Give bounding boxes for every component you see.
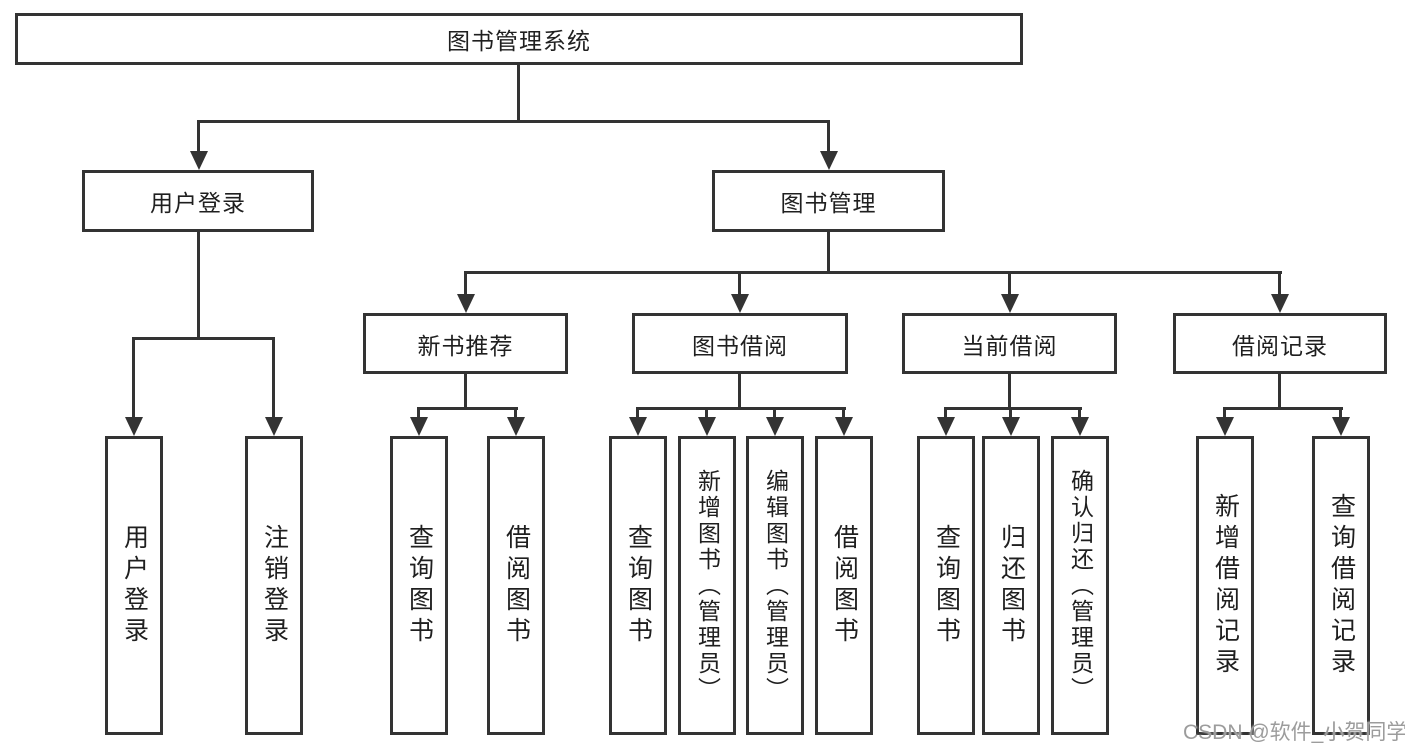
leaf-query-books: 查询图书 [390, 436, 448, 735]
connector-line [272, 337, 275, 418]
arrowhead-down-icon [731, 294, 749, 313]
connector-line [464, 374, 467, 407]
connector-line [827, 232, 830, 271]
connector-line [738, 374, 741, 407]
arrowhead-down-icon [1002, 417, 1020, 436]
arrowhead-down-icon [820, 151, 838, 170]
leaf-borrow-books: 借阅图书 [815, 436, 873, 735]
connector-line [1339, 407, 1342, 418]
connector-line [1009, 407, 1012, 418]
connector-line [197, 120, 830, 123]
csdn-watermark: CSDN @软件_小贺同学 [1183, 721, 1405, 744]
leaf-confirm-return-admin: 确认归还（管理员） [1051, 436, 1109, 735]
node-label: 确认归还（管理员） [1067, 468, 1094, 703]
node-label: 图书管理系统 [447, 28, 591, 54]
arrowhead-down-icon [1271, 294, 1289, 313]
connector-line [197, 120, 200, 153]
connector-line [636, 407, 846, 410]
connector-line [1223, 407, 1226, 418]
leaf-query-borrow-record: 查询借阅记录 [1312, 436, 1370, 735]
connector-line [636, 407, 639, 418]
arrowhead-down-icon [410, 417, 428, 436]
node-label: 查询图书 [932, 523, 961, 648]
leaf-edit-books-admin: 编辑图书（管理员） [746, 436, 804, 735]
node-label: 借阅图书 [830, 523, 859, 648]
node-label: 查询图书 [405, 523, 434, 648]
node-label: 查询借阅记录 [1327, 492, 1356, 679]
node-book-borrowing: 图书借阅 [632, 313, 848, 374]
arrowhead-down-icon [766, 417, 784, 436]
connector-line [417, 407, 518, 410]
connector-line [944, 407, 1082, 410]
connector-line [464, 271, 1282, 274]
arrowhead-down-icon [629, 417, 647, 436]
connector-line [773, 407, 776, 418]
node-borrowing-records: 借阅记录 [1173, 313, 1387, 374]
connector-line [1278, 271, 1281, 295]
node-label: 编辑图书（管理员） [762, 468, 789, 703]
node-current-borrowing: 当前借阅 [902, 313, 1117, 374]
connector-line [1078, 407, 1081, 418]
node-label: 图书管理 [780, 190, 877, 216]
connector-line [944, 407, 947, 418]
connector-line [417, 407, 420, 418]
arrowhead-down-icon [937, 417, 955, 436]
leaf-user-login: 用户登录 [105, 436, 163, 735]
arrowhead-down-icon [698, 417, 716, 436]
node-label: 新增借阅记录 [1211, 492, 1240, 679]
node-label: 图书借阅 [692, 332, 788, 359]
leaf-query-books: 查询图书 [609, 436, 667, 735]
connector-line [738, 271, 741, 295]
leaf-logout: 注销登录 [245, 436, 303, 735]
leaf-borrow-books: 借阅图书 [487, 436, 545, 735]
connector-line [197, 232, 200, 337]
node-label: 用户登录 [150, 190, 246, 216]
connector-line [517, 65, 520, 120]
connector-line [1008, 374, 1011, 407]
node-label: 归还图书 [997, 523, 1026, 648]
arrowhead-down-icon [265, 417, 283, 436]
node-label: 借阅图书 [502, 523, 531, 648]
node-user-login: 用户登录 [82, 170, 314, 232]
arrowhead-down-icon [125, 417, 143, 436]
arrowhead-down-icon [1332, 417, 1350, 436]
connector-line [827, 120, 830, 153]
connector-line [842, 407, 845, 418]
connector-line [705, 407, 708, 418]
leaf-return-books: 归还图书 [982, 436, 1040, 735]
connector-line [1008, 271, 1011, 295]
node-new-book-recommendation: 新书推荐 [363, 313, 568, 374]
arrowhead-down-icon [1001, 294, 1019, 313]
arrowhead-down-icon [835, 417, 853, 436]
arrowhead-down-icon [190, 151, 208, 170]
node-label: 用户登录 [120, 523, 149, 648]
node-label: 注销登录 [260, 523, 289, 648]
leaf-add-borrow-record: 新增借阅记录 [1196, 436, 1254, 735]
connector-line [132, 337, 275, 340]
connector-line [1223, 407, 1343, 410]
node-book-management: 图书管理 [712, 170, 945, 232]
node-label: 当前借阅 [961, 332, 1058, 359]
node-label: 查询图书 [624, 523, 653, 648]
node-label: 新增图书（管理员） [694, 468, 721, 703]
leaf-add-books-admin: 新增图书（管理员） [678, 436, 736, 735]
arrowhead-down-icon [507, 417, 525, 436]
connector-line [1278, 374, 1281, 407]
arrowhead-down-icon [1216, 417, 1234, 436]
node-library-management-system: 图书管理系统 [15, 13, 1023, 65]
leaf-query-books: 查询图书 [917, 436, 975, 735]
connector-line [132, 337, 135, 418]
node-label: 新书推荐 [417, 332, 514, 359]
node-label: 借阅记录 [1232, 332, 1328, 359]
connector-line [464, 271, 467, 295]
arrowhead-down-icon [1071, 417, 1089, 436]
connector-line [514, 407, 517, 418]
arrowhead-down-icon [457, 294, 475, 313]
